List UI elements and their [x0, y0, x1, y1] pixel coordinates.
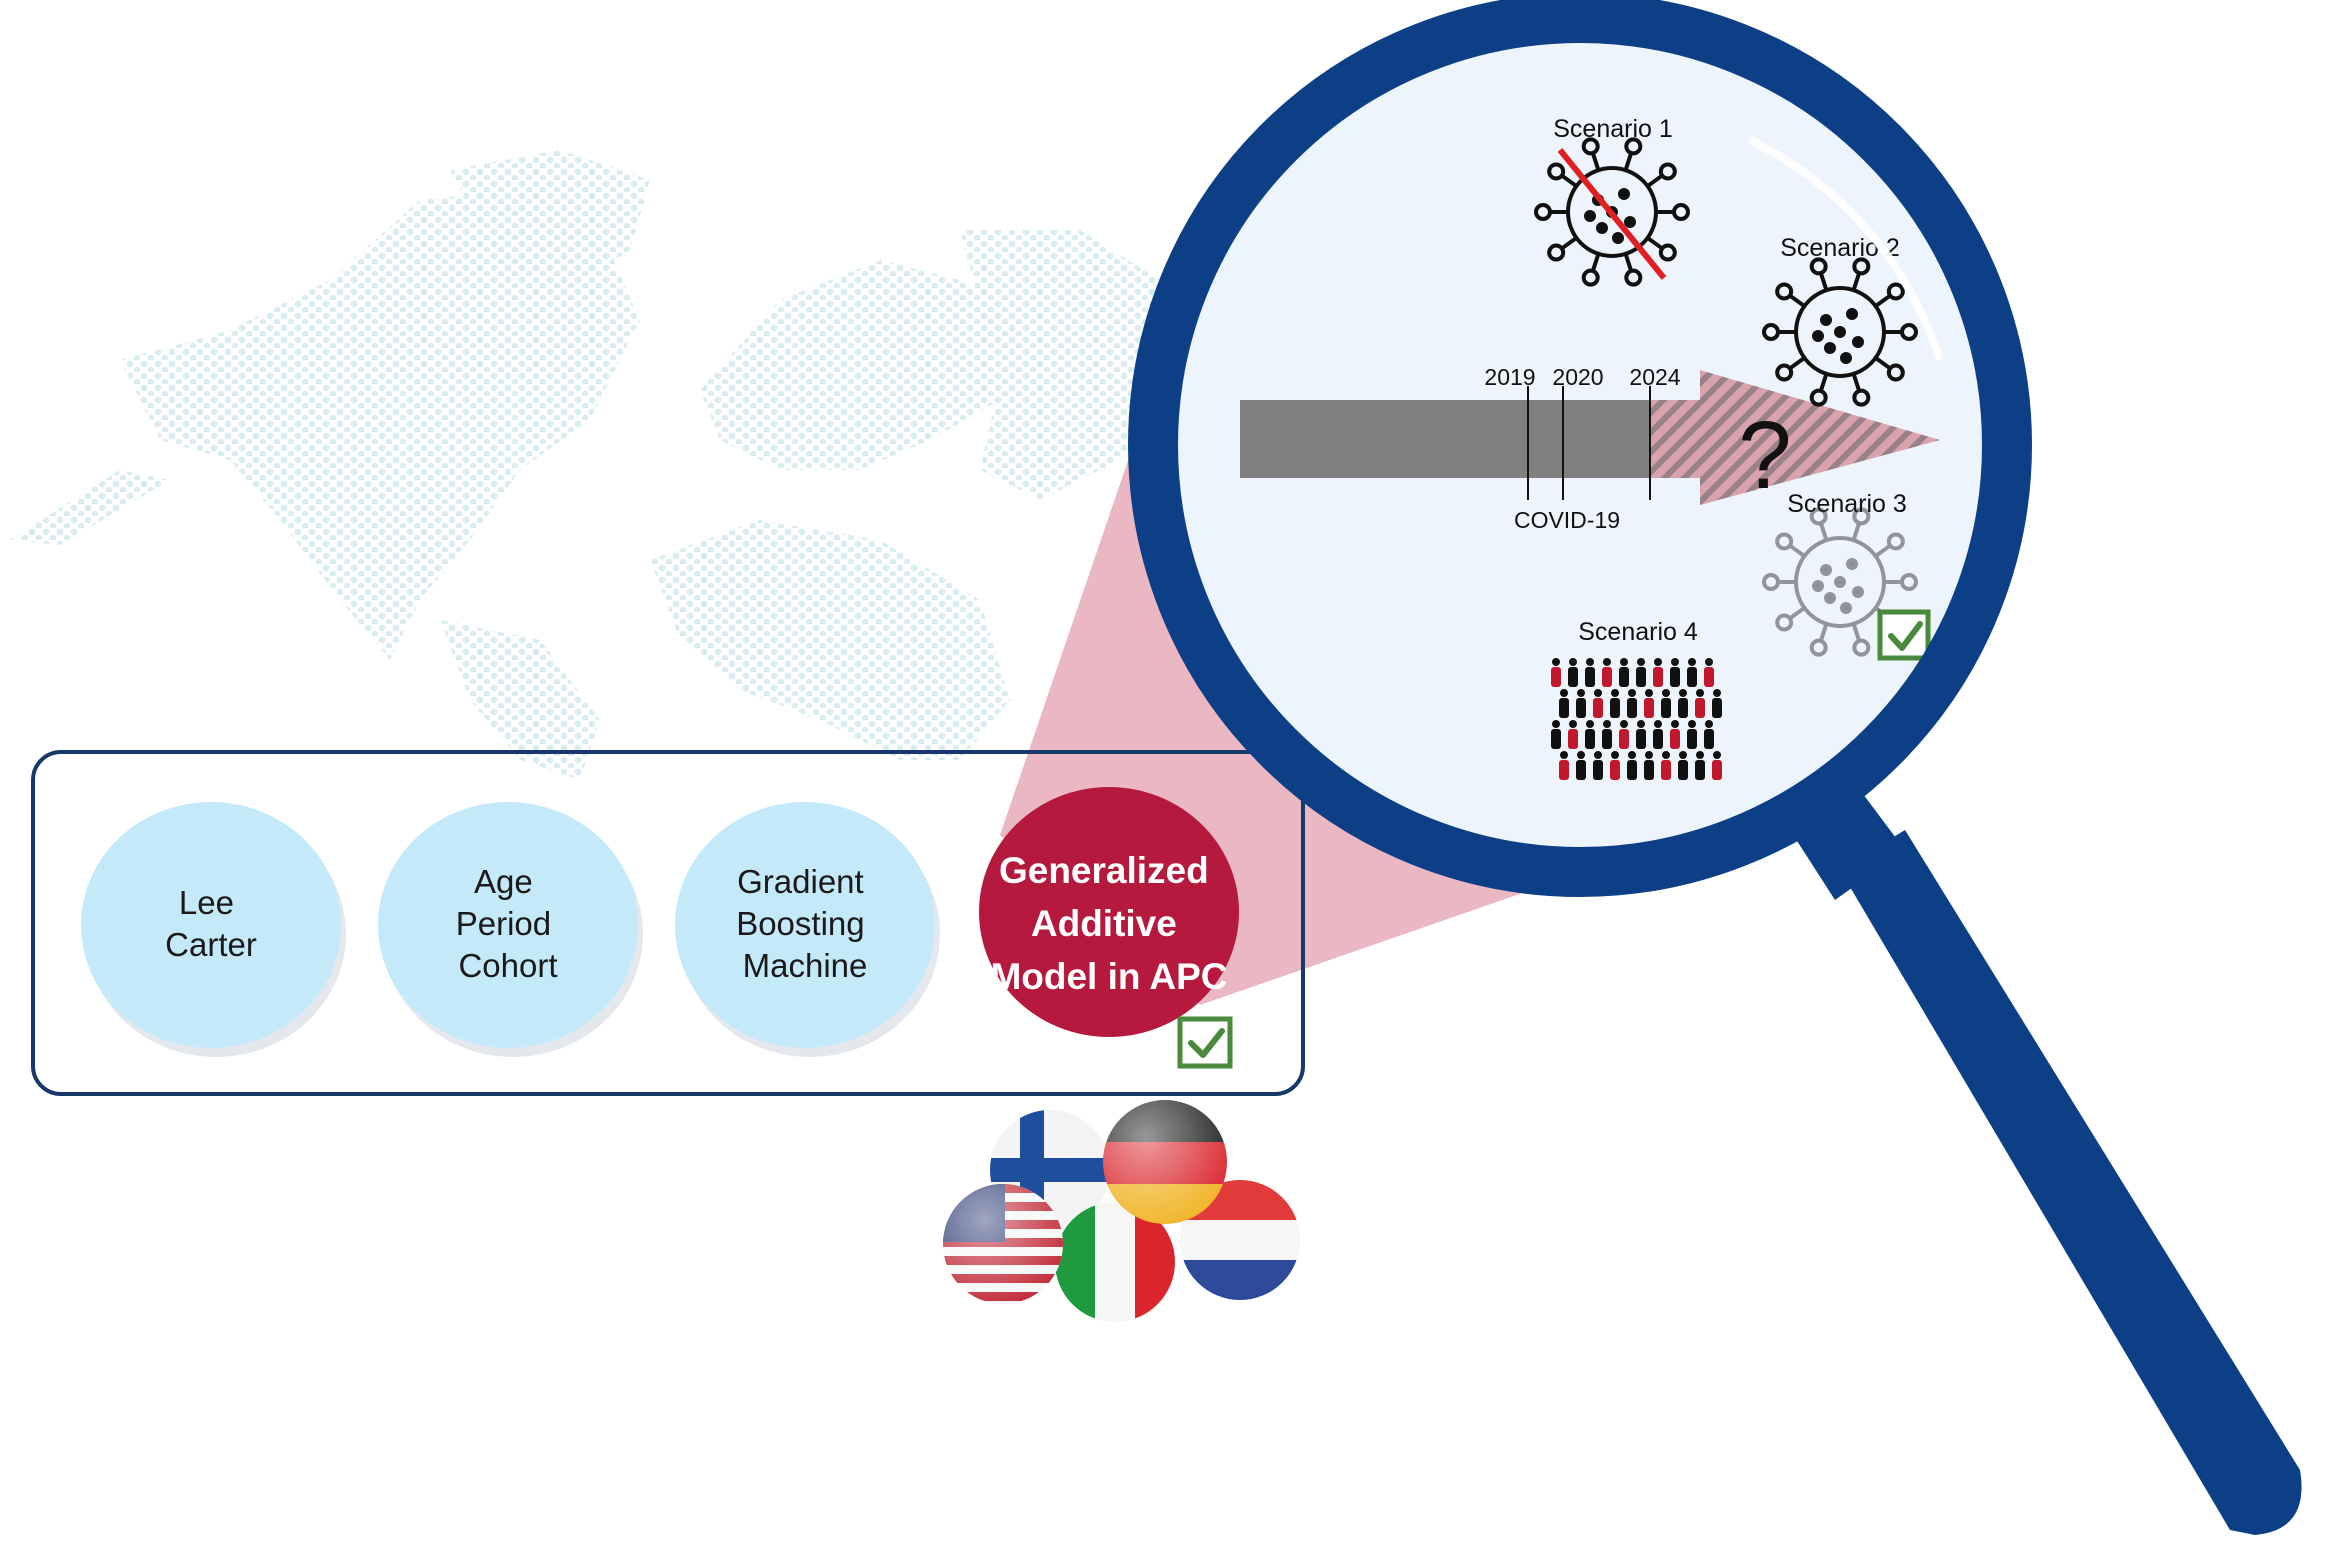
year-label: 2020: [1552, 364, 1603, 390]
model-label-line: Period: [456, 905, 551, 942]
magnifier-lens: 2019 2020 2024 COVID-19 ? Scenario 1 Sce…: [1128, 0, 2032, 897]
model-label-line: Lee: [179, 884, 234, 921]
magnifier-handle: [1790, 790, 2302, 1535]
unknown-future-label: ?: [1738, 402, 1791, 509]
model-circle-age-period-cohort[interactable]: Age Period Cohort: [378, 802, 643, 1057]
svg-text:Generalized Additive: Generalized Additive Model in APC: [990, 850, 1227, 997]
virus-icon: [1762, 257, 1918, 407]
scenario-label: Scenario 1: [1553, 115, 1673, 143]
scenario-label: Scenario 4: [1578, 618, 1698, 646]
virus-faded-icon: [1762, 507, 1918, 657]
model-check-icon: [1177, 1016, 1233, 1069]
model-label-line: Machine: [743, 947, 868, 984]
year-label: 2024: [1629, 364, 1680, 390]
svg-text:Lee Carter: Lee Carter: [165, 884, 257, 963]
scenario-check-icon: [1877, 609, 1931, 661]
model-label-line: Carter: [165, 926, 257, 963]
event-label: COVID-19: [1514, 507, 1620, 533]
model-label-line: Boosting: [736, 905, 864, 942]
model-panel: [31, 750, 1305, 1096]
model-label-line: Cohort: [458, 947, 557, 984]
model-circle-gam-apc[interactable]: Generalized Additive Model in APC: [979, 787, 1239, 1037]
virus-crossed-icon: [1534, 137, 1690, 287]
svg-text:Gradient Boosting: Gradient Boosting Machine: [736, 863, 874, 984]
model-label-line: Gradient: [737, 863, 864, 900]
timeline-arrow: [1240, 370, 1940, 505]
country-flags: [943, 1100, 1300, 1322]
model-circle-lee-carter[interactable]: Lee Carter: [81, 802, 346, 1057]
svg-text:Age Period Cohort: Age Period Cohort: [456, 863, 561, 984]
model-circle-gradient-boosting[interactable]: Gradient Boosting Machine: [675, 802, 940, 1057]
model-label-line: Generalized: [999, 850, 1209, 891]
model-label-line: Age: [474, 863, 533, 900]
world-map-background: [10, 150, 1180, 780]
model-label-line: Model in APC: [990, 956, 1227, 997]
crowd-icon: [1551, 658, 1722, 780]
model-label-line: Additive: [1031, 903, 1177, 944]
scenario-label: Scenario 3: [1787, 490, 1907, 518]
year-label: 2019: [1484, 364, 1535, 390]
